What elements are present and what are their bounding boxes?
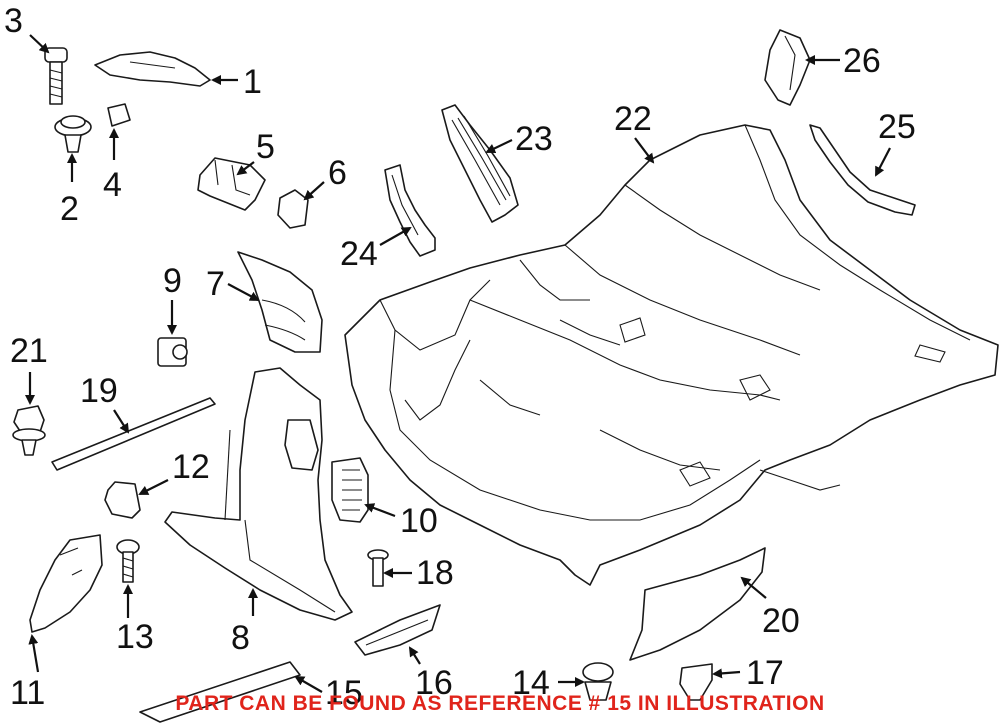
floor-carpet-part [344, 124, 999, 586]
callout-3: 3 [4, 2, 23, 40]
clip-12-part [104, 481, 141, 519]
screw-3-part [44, 47, 68, 105]
strip-19-part [51, 397, 216, 471]
callout-23: 23 [515, 120, 553, 158]
callout-numbers: 1 2 3 4 5 6 7 8 9 10 11 12 13 14 15 16 1… [4, 2, 916, 712]
trim-20-part [629, 547, 766, 661]
callout-25: 25 [878, 108, 916, 146]
clip-9-part [157, 337, 188, 367]
screw-13-part [116, 539, 140, 583]
pillar-trim-8-part [164, 367, 353, 621]
bracket-1-part [94, 51, 211, 87]
callout-10: 10 [400, 502, 438, 540]
trim-strip-25-part [809, 124, 916, 216]
callout-1: 1 [243, 63, 262, 101]
callout-6: 6 [328, 154, 347, 192]
callout-13: 13 [116, 618, 154, 656]
clip-6-part [277, 189, 309, 229]
sill-15-part [139, 661, 301, 723]
reference-note: PART CAN BE FOUND AS REFERENCE # 15 IN I… [175, 692, 825, 715]
pillar-trim-7-part [237, 251, 323, 353]
callout-2: 2 [60, 190, 79, 228]
callout-12: 12 [172, 448, 210, 486]
bracket-5-part [197, 157, 266, 211]
callout-24: 24 [340, 235, 378, 273]
callout-18: 18 [416, 554, 454, 592]
callout-26: 26 [843, 42, 881, 80]
callout-4: 4 [103, 166, 122, 204]
clip-17-part [679, 663, 713, 701]
leader-lines [25, 34, 891, 693]
trim-panel-26-part [764, 29, 811, 106]
callout-19: 19 [80, 372, 118, 410]
sill-16-part [354, 604, 441, 656]
callout-20: 20 [762, 602, 800, 640]
trim-24-part [384, 164, 436, 257]
callout-14: 14 [512, 664, 550, 702]
callout-21: 21 [10, 332, 48, 370]
trim-11-part [29, 534, 103, 633]
clip-18-part [367, 549, 389, 587]
callout-5: 5 [256, 128, 275, 166]
clip-14-part [582, 662, 614, 701]
callout-16: 16 [415, 664, 453, 702]
callout-15: 15 [325, 674, 363, 712]
vent-10-part [331, 457, 369, 523]
callout-22: 22 [614, 100, 652, 138]
callout-7: 7 [206, 265, 225, 303]
clip-2-part [54, 115, 92, 153]
callout-9: 9 [163, 262, 182, 300]
callout-8: 8 [231, 619, 250, 657]
clip-21-part [12, 405, 46, 456]
callout-17: 17 [746, 654, 784, 692]
callout-11: 11 [10, 674, 45, 712]
clip-4-part [107, 103, 131, 127]
sill-plate-23-part [441, 104, 519, 223]
